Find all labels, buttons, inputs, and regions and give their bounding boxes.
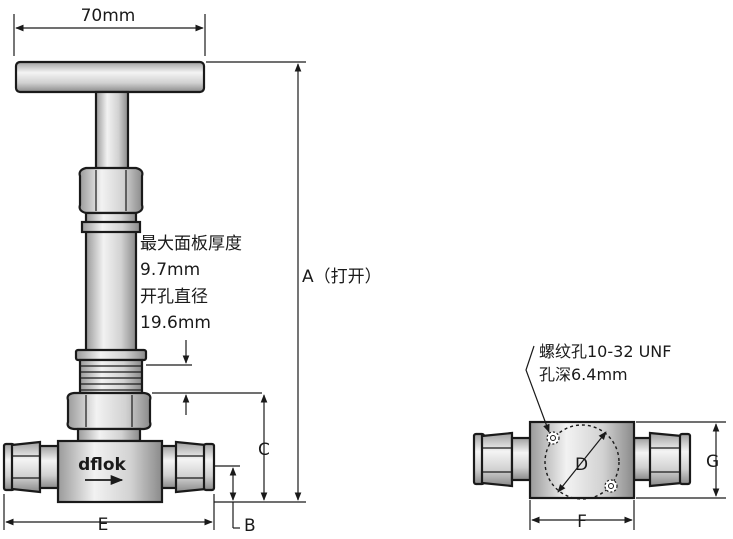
label-e: E <box>98 515 109 535</box>
panel-thickness-value: 9.7mm <box>140 260 200 280</box>
label-70mm: 70mm <box>81 6 136 26</box>
valve-side-view: dflok <box>2 60 216 504</box>
handle-stem <box>94 90 130 172</box>
label-a-open: A（打开） <box>302 267 382 287</box>
dimension-e: E <box>3 494 215 535</box>
dimension-a: A（打开） <box>206 61 382 503</box>
panel-thickness-title: 最大面板厚度 <box>140 234 242 254</box>
t-handle-bar <box>14 60 206 94</box>
panel-nut <box>66 391 152 431</box>
label-d: D <box>575 455 588 475</box>
dimension-g: G <box>636 421 726 499</box>
dimension-b: B <box>214 465 256 536</box>
brand-logo: dflok <box>78 455 126 475</box>
bolt-circle <box>544 424 620 500</box>
hole-diameter-value: 19.6mm <box>140 313 211 333</box>
label-f: F <box>577 512 587 532</box>
label-b: B <box>244 516 256 536</box>
panel-spec-labels: 最大面板厚度 9.7mm 开孔直径 19.6mm <box>140 234 242 333</box>
label-c: C <box>258 440 270 460</box>
panel-thread <box>78 358 144 396</box>
right-tube-fitting <box>160 440 216 494</box>
dimension-handle-width: 70mm <box>13 6 206 56</box>
left-tube-fitting <box>2 440 60 494</box>
dimension-panel-thickness <box>146 340 262 415</box>
thread-hole-label: 螺纹孔10-32 UNF <box>539 342 671 361</box>
bonnet-tube <box>84 211 138 357</box>
thread-hole-callout: 螺纹孔10-32 UNF 孔深6.4mm <box>525 342 671 433</box>
hole-depth-label: 孔深6.4mm <box>539 365 628 384</box>
upper-nut <box>78 166 144 215</box>
label-g: G <box>706 452 719 472</box>
threaded-hole-bottom <box>604 479 618 493</box>
dimension-f: F <box>529 500 635 532</box>
hole-diameter-title: 开孔直径 <box>140 287 208 307</box>
threaded-hole-top <box>546 431 560 445</box>
valve-bottom-view: D <box>472 420 692 500</box>
dimension-c: C <box>258 394 270 501</box>
